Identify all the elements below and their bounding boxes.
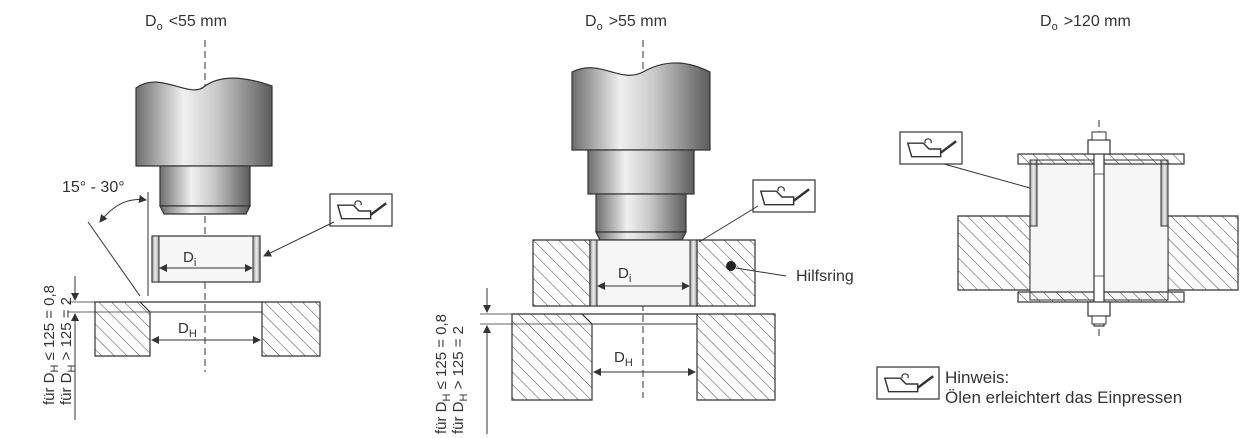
housing-right: [696, 313, 776, 401]
aux-ring-right: [696, 239, 756, 307]
nut-bottom: [1087, 301, 1111, 317]
oil-can-icon: [899, 131, 963, 165]
housing-right: [261, 301, 321, 357]
bushing: [151, 235, 261, 283]
oil-can-icon: [329, 193, 393, 227]
housing-left: [957, 215, 1031, 291]
chamfer-note-line1: für DH ≤ 125 = 0,8: [433, 314, 453, 434]
inner-diameter-label: Di: [183, 249, 196, 269]
aux-ring-left: [532, 239, 591, 307]
hint-title: Hinweis:: [945, 368, 1009, 387]
panel-large-bearing: Do>120 mm: [899, 13, 1239, 338]
oil-can-icon: [752, 179, 816, 213]
bushing: [589, 239, 698, 307]
chamfer-note-line2: für DH > 125 = 2: [450, 326, 470, 434]
chamfer-angle-label: 15° - 30°: [62, 179, 125, 196]
inner-diameter-label: Di: [618, 265, 631, 285]
panel-medium-bearing: Do>55 mm Hilfsring Di DH für DH ≤ 125 = …: [433, 13, 854, 434]
panel-2-title: Do>55 mm: [585, 13, 667, 33]
panel-small-bearing: Do<55 mm Di DH für DH ≤ 125 = 0,8 für DH…: [41, 13, 393, 420]
housing-left: [511, 313, 593, 401]
press-pilot: [595, 193, 687, 233]
press-ram: [135, 77, 273, 167]
housing-diameter-label: DH: [178, 320, 197, 340]
panel-3-title: Do>120 mm: [1040, 13, 1131, 33]
housing-diameter-label: DH: [614, 349, 633, 369]
press-pilot: [159, 165, 251, 207]
aux-ring-label: Hilfsring: [796, 268, 854, 285]
hint-text: Ölen erleichtert das Einpressen: [945, 388, 1182, 407]
press-ram: [571, 62, 711, 151]
chamfer-note-line1: für DH ≤ 125 = 0,8: [41, 285, 61, 405]
housing-left: [94, 301, 151, 357]
housing-right: [1167, 215, 1239, 291]
aux-ring-marker: [726, 261, 736, 271]
nut-top: [1087, 139, 1111, 155]
threaded-rod: [1093, 135, 1105, 327]
chamfer-note-line2: für DH > 125 = 2: [58, 297, 78, 405]
panel-1-title: Do<55 mm: [145, 13, 227, 33]
hint-legend: Hinweis: Ölen erleichtert das Einpressen: [876, 366, 1182, 407]
oil-can-icon: [876, 366, 940, 400]
